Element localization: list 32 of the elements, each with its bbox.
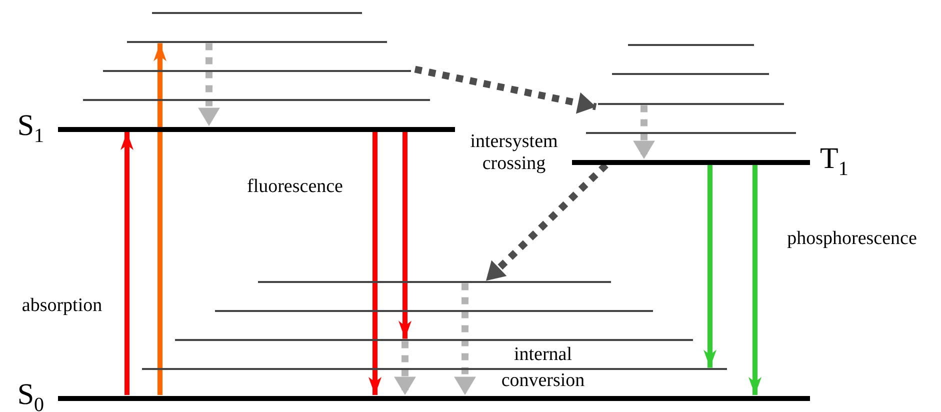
dashed-arrow xyxy=(198,43,220,126)
state-label: S$_{0}$ xyxy=(17,379,44,411)
vibrational-level-line xyxy=(215,310,653,312)
process-label: intersystem crossing xyxy=(469,131,559,175)
vibrational-level-line xyxy=(586,132,796,134)
process-label: absorption xyxy=(20,295,104,317)
process-label: phosphorescence xyxy=(786,228,918,250)
arrow xyxy=(120,132,134,395)
vibrational-level-line xyxy=(142,368,727,370)
dashed-arrow xyxy=(454,283,476,395)
state-label: T$_{1}$ xyxy=(820,143,848,175)
vibrational-level-line xyxy=(103,70,411,72)
vibrational-level-line xyxy=(175,339,693,341)
vibrational-level-line xyxy=(598,103,784,105)
vibrational-level-line xyxy=(612,73,769,75)
process-label: fluorescence xyxy=(246,176,344,198)
arrow xyxy=(368,132,382,395)
arrow xyxy=(704,165,716,368)
dashed-arrow xyxy=(394,341,416,395)
state-label: S$_{1}$ xyxy=(17,110,44,142)
dashed-arrow xyxy=(414,66,597,114)
arrow xyxy=(748,165,762,395)
vibrational-level-line xyxy=(628,44,754,46)
arrow xyxy=(398,132,412,339)
process-label: internal conversion xyxy=(500,343,586,393)
vibrational-level-line xyxy=(258,281,611,283)
vibrational-level-line xyxy=(83,99,430,101)
dashed-arrow xyxy=(633,105,655,159)
vibrational-level-line xyxy=(152,12,362,14)
arrow xyxy=(154,43,166,395)
dashed-arrow xyxy=(484,162,608,284)
vibrational-level-line xyxy=(127,41,387,43)
